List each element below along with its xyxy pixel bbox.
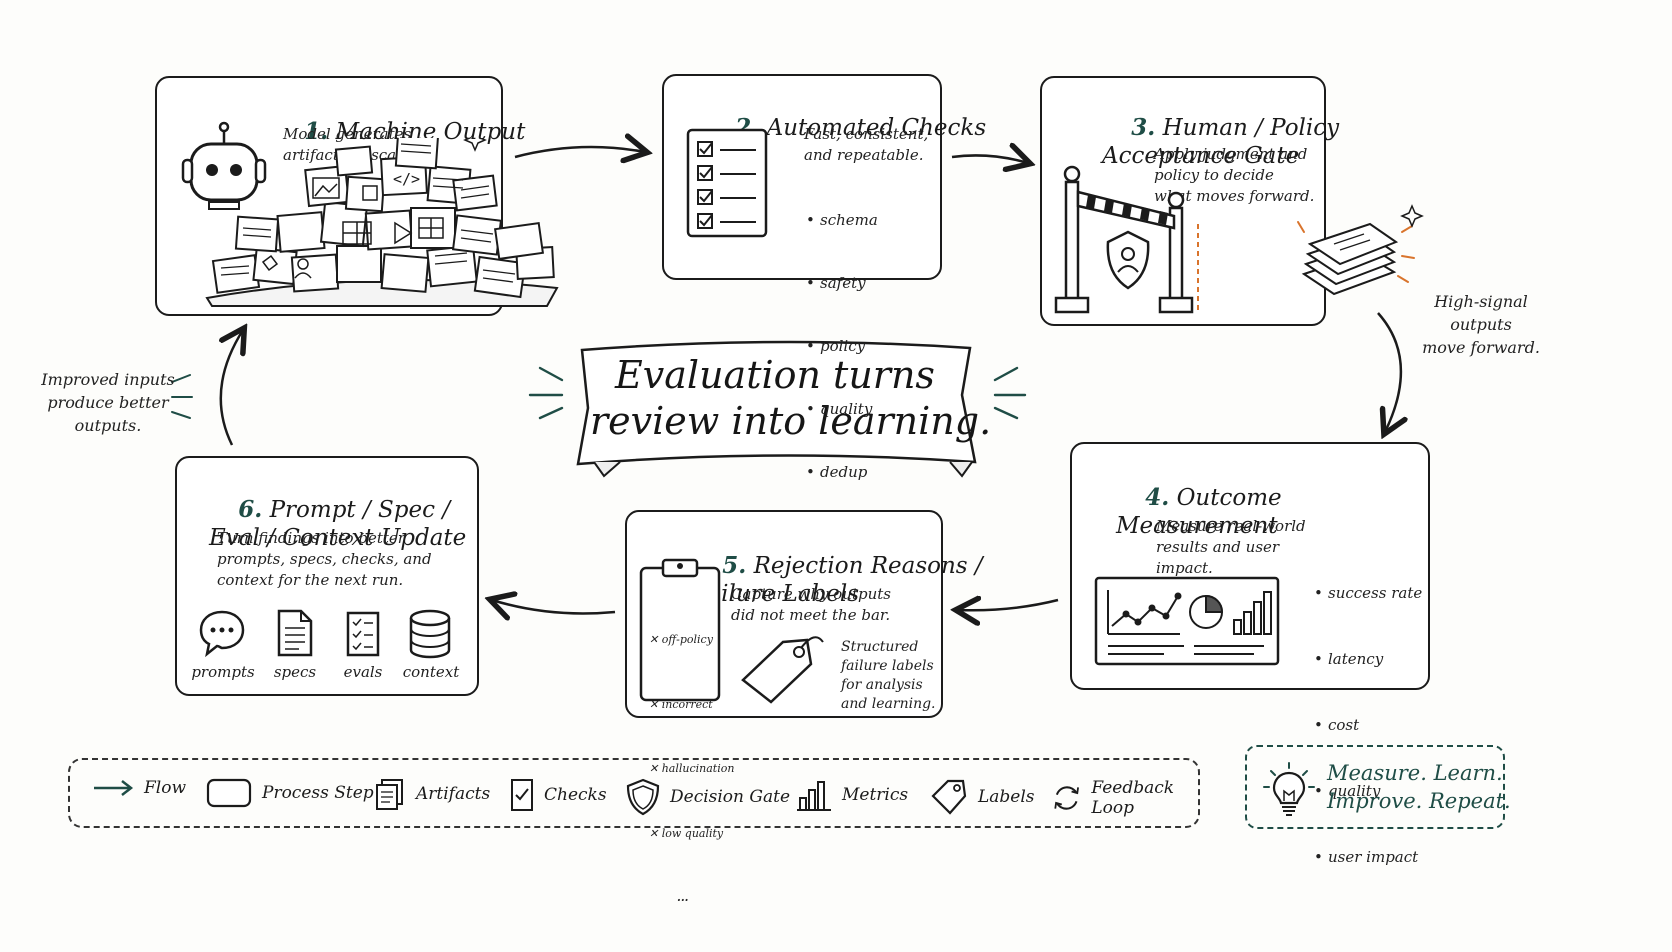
legend: Flow Process Step Artifacts Checks Decis… (68, 758, 1200, 828)
legend-process-step: Process Step (206, 778, 374, 808)
arrow-icon (94, 780, 134, 796)
tag-note: Structured failure labels for analysis a… (841, 639, 936, 712)
icon-label-specs: specs (273, 663, 317, 681)
arrow-5-to-6 (492, 600, 616, 614)
shield-icon (626, 778, 660, 816)
step-3-box: 3. Human / Policy Acceptance Gate Apply … (1040, 76, 1339, 326)
icon-label-context: context (402, 663, 460, 681)
icon-label-evals: evals (343, 663, 383, 681)
legend-metrics: Metrics (796, 778, 908, 812)
lightbulb-icon (1263, 762, 1315, 816)
legend-flow: Flow (92, 778, 186, 798)
database-icon (409, 609, 451, 659)
motto-box: Measure. Learn. Improve. Repeat. (1245, 745, 1511, 829)
checks-icon (511, 779, 533, 811)
improved-inputs-note: Improved inputs produce better outputs. (41, 370, 175, 435)
step-1-box: 1. Machine Output Model generates artifa… (155, 76, 559, 316)
dashboard-icon (1094, 576, 1280, 666)
arrow-2-to-3 (951, 155, 1028, 163)
bullet: quality (806, 399, 878, 420)
bullet: safety (806, 273, 878, 294)
arrow-1-to-2 (514, 147, 645, 157)
motto-text: Measure. Learn. Improve. Repeat. (1327, 761, 1511, 813)
arrow-6-to-1 (221, 330, 243, 446)
svg-text:</>: </> (393, 170, 420, 188)
failure-label-item: ✕ incorrect (649, 697, 713, 711)
clipboard-more: ... (677, 891, 689, 904)
bullet: latency (1314, 648, 1422, 670)
step-5-box: 5. Rejection Reasons / Failure Labels Ca… (625, 510, 983, 904)
step-6-title: 6. Prompt / Spec / Eval / Context Update (209, 496, 467, 551)
step-5-desc: Capture why outputs did not meet the bar… (731, 585, 891, 624)
step-4-desc: Measure real-world results and user impa… (1156, 517, 1306, 577)
legend-artifacts: Artifacts (374, 778, 490, 810)
robot-icon (181, 121, 267, 210)
step-5-title: 5. Rejection Reasons / Failure Labels (693, 552, 983, 607)
bullet: dedup (806, 462, 878, 483)
artifacts-icon (376, 779, 403, 810)
gate-icon (1054, 165, 1199, 314)
step-6-desc: Turn findings into better prompts, specs… (217, 529, 432, 589)
step-4-box: 4. Outcome Measurement Measure real-worl… (1070, 442, 1430, 868)
bullet: success rate (1314, 582, 1422, 604)
arrow-3-to-4 (1377, 312, 1401, 432)
bullet: schema (806, 210, 878, 231)
checklist-small-icon (346, 611, 380, 657)
refresh-icon (1054, 786, 1079, 810)
legend-labels: Labels (930, 778, 1035, 816)
process-step-icon (206, 778, 252, 808)
step-4-title: 4. Outcome Measurement (1116, 484, 1282, 539)
artifacts-pile: </> (205, 138, 559, 307)
legend-decision-gate: Decision Gate (626, 778, 790, 816)
step-3-title: 3. Human / Policy Acceptance Gate (1102, 114, 1340, 169)
step-2-title: 2. Automated Checks (735, 114, 987, 141)
failure-label-item: ✕ low quality (649, 826, 724, 840)
tag-icon (931, 779, 967, 815)
clipboard-icon (639, 558, 721, 702)
center-banner-text: Evaluation turns review into learning. (590, 353, 992, 443)
failure-label-item: ✕ off-policy (649, 633, 713, 646)
step-4-bullets: success rate latency cost quality user i… (1314, 538, 1422, 912)
step-3-desc: Apply judgment and policy to decide what… (1154, 145, 1315, 205)
icon-label-prompts: prompts (191, 663, 255, 681)
accepted-pile (1297, 204, 1424, 296)
bullet: quality (1314, 780, 1422, 802)
bullet: cost (1314, 714, 1422, 736)
document-icon (277, 609, 313, 657)
failure-label-item: ✕ hallucination (649, 762, 735, 775)
legend-checks: Checks (510, 778, 607, 812)
bullet: policy (806, 336, 878, 357)
high-signal-note: High-signal outputs move forward. (1422, 292, 1540, 357)
step-6-box: 6. Prompt / Spec / Eval / Context Update… (175, 456, 479, 696)
step-2-bullets: schema safety policy quality dedup (806, 168, 878, 525)
clipboard-items: ✕ off-policy ✕ incorrect ✕ hallucination… (649, 586, 734, 952)
step-2-desc: Fast, consistent, and repeatable. (804, 125, 929, 164)
speech-bubble-icon (199, 610, 245, 658)
bullet: user impact (1314, 846, 1422, 868)
bar-chart-icon (797, 781, 831, 811)
checklist-icon (686, 128, 768, 238)
legend-feedback-loop: Feedback Loop (1052, 778, 1198, 818)
arrow-4-to-5 (958, 600, 1059, 610)
step-2-box: 2. Automated Checks Fast, consistent, an… (662, 74, 986, 483)
tag-icon (741, 636, 824, 704)
banner-emphasis (528, 366, 1027, 420)
